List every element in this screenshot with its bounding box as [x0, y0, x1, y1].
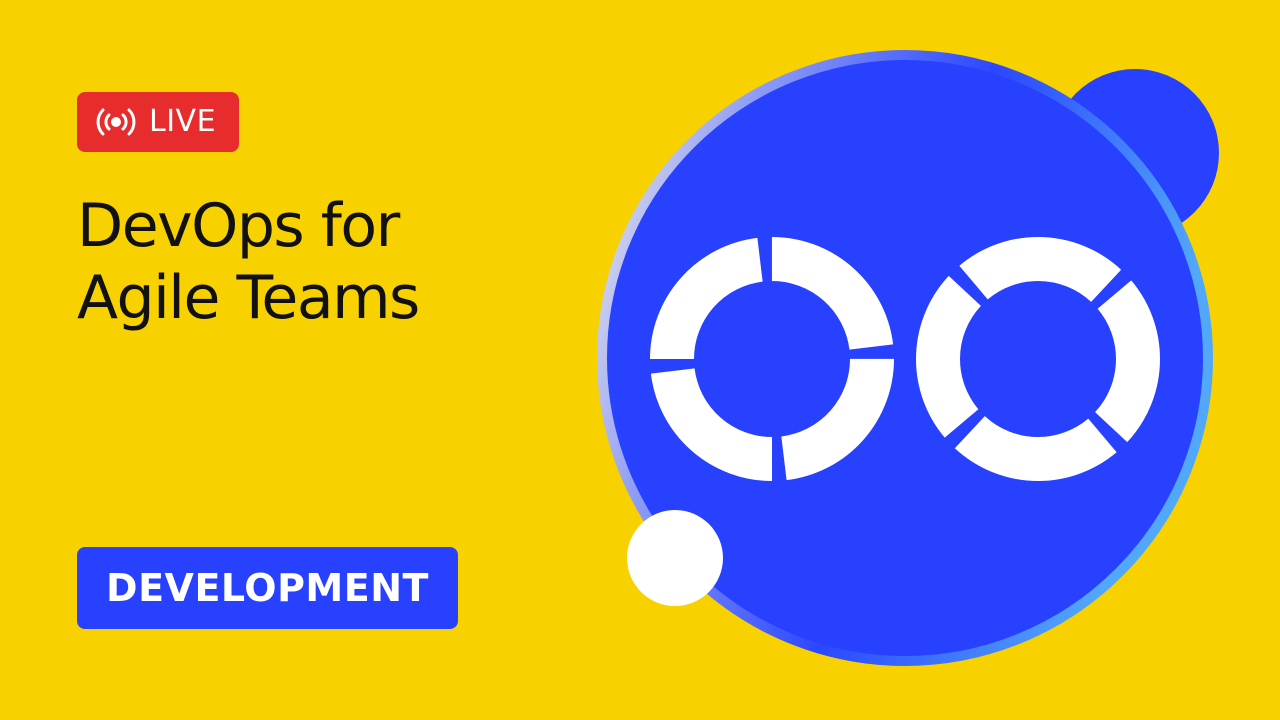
title-line-2: Agile Teams — [77, 263, 420, 333]
category-badge: DEVELOPMENT — [77, 547, 458, 629]
live-label: LIVE — [149, 104, 217, 139]
broadcast-icon — [96, 108, 136, 136]
devops-illustration — [597, 50, 1219, 666]
main-circle — [597, 50, 1213, 666]
devops-infinity-icon — [650, 237, 1160, 481]
live-badge: LIVE — [77, 92, 239, 152]
decorative-white-dot — [627, 510, 723, 606]
page-title: DevOps for Agile Teams — [77, 190, 557, 334]
title-line-1: DevOps for — [77, 191, 400, 261]
